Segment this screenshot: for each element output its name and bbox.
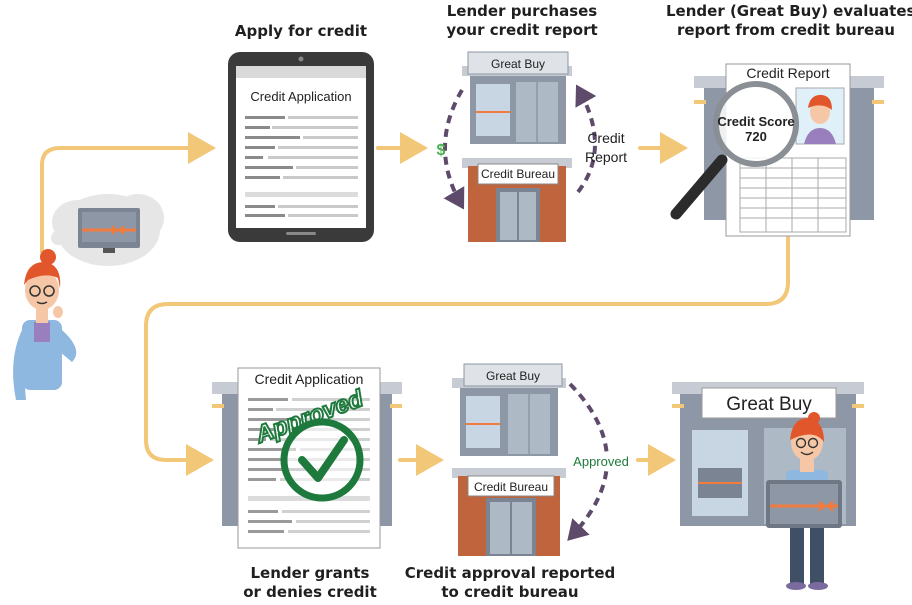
caption-lender-grants: Lender grants or denies credit [230, 564, 390, 602]
caption-purchase-line1: Lender purchases [446, 2, 598, 20]
arrow-woman-to-tablet [40, 132, 216, 254]
credit-report-arrow-label-2: Report [585, 149, 627, 165]
great-buy-sign-bottom: Great Buy [486, 369, 540, 383]
caption-reported-line1: Credit approval reported [404, 564, 616, 582]
caption-apply-for-credit: Apply for credit [226, 22, 376, 41]
caption-lender-evaluates: Lender (Great Buy) evaluates report from… [666, 2, 912, 40]
great-buy-store-sign: Great Buy [726, 394, 812, 415]
credit-bureau-sign-bottom: Credit Bureau [474, 480, 548, 494]
great-buy-store: Great Buy [672, 382, 864, 526]
great-buy-sign-top: Great Buy [491, 57, 545, 71]
caption-reported-line2: to credit bureau [441, 583, 579, 601]
credit-application-doc-title: Credit Application [255, 371, 364, 387]
credit-report-document: Credit Report [694, 63, 884, 237]
bank-building-icon-bottom: Credit Bureau [452, 468, 566, 556]
storefront-icon-bottom: Great Buy [452, 363, 566, 456]
tv-thought-bubble-icon [51, 194, 164, 266]
dollar-sign: $ [437, 142, 446, 159]
credit-score-value: 720 [745, 129, 767, 144]
caption-credit-approval-reported: Credit approval reported to credit burea… [400, 564, 620, 602]
report-cycle-arrows [443, 84, 597, 210]
credit-report-title: Credit Report [746, 65, 829, 81]
caption-evaluate-line2: report from credit bureau [676, 21, 895, 39]
approved-arrow-label: Approved [573, 454, 629, 469]
dashed-arrow-left [443, 88, 465, 210]
storefront-icon: Great Buy [462, 51, 572, 144]
credit-score-label: Credit Score [717, 114, 794, 129]
caption-purchase-line2: your credit report [446, 21, 598, 39]
credit-bureau-sign-top: Credit Bureau [481, 167, 555, 181]
tablet-icon: Credit Application [228, 52, 374, 242]
arrow-report-to-bottom [144, 236, 790, 476]
tablet-title: Credit Application [250, 89, 351, 104]
flow-arrows [40, 132, 790, 476]
caption-lender-purchases: Lender purchases your credit report [432, 2, 612, 40]
credit-report-arrow-label-1: Credit [587, 130, 624, 146]
bank-building-icon: Credit Bureau [462, 158, 572, 242]
woman-holding-tv-icon [766, 412, 842, 590]
caption-apply-text: Apply for credit [234, 22, 368, 40]
woman-thinking-icon [13, 249, 77, 400]
caption-grant-line1: Lender grants [250, 564, 370, 582]
caption-evaluate-line1: Lender (Great Buy) evaluates [666, 2, 912, 20]
caption-grant-line2: or denies credit [243, 583, 377, 601]
magnifying-glass-icon: Credit Score 720 [670, 81, 799, 220]
